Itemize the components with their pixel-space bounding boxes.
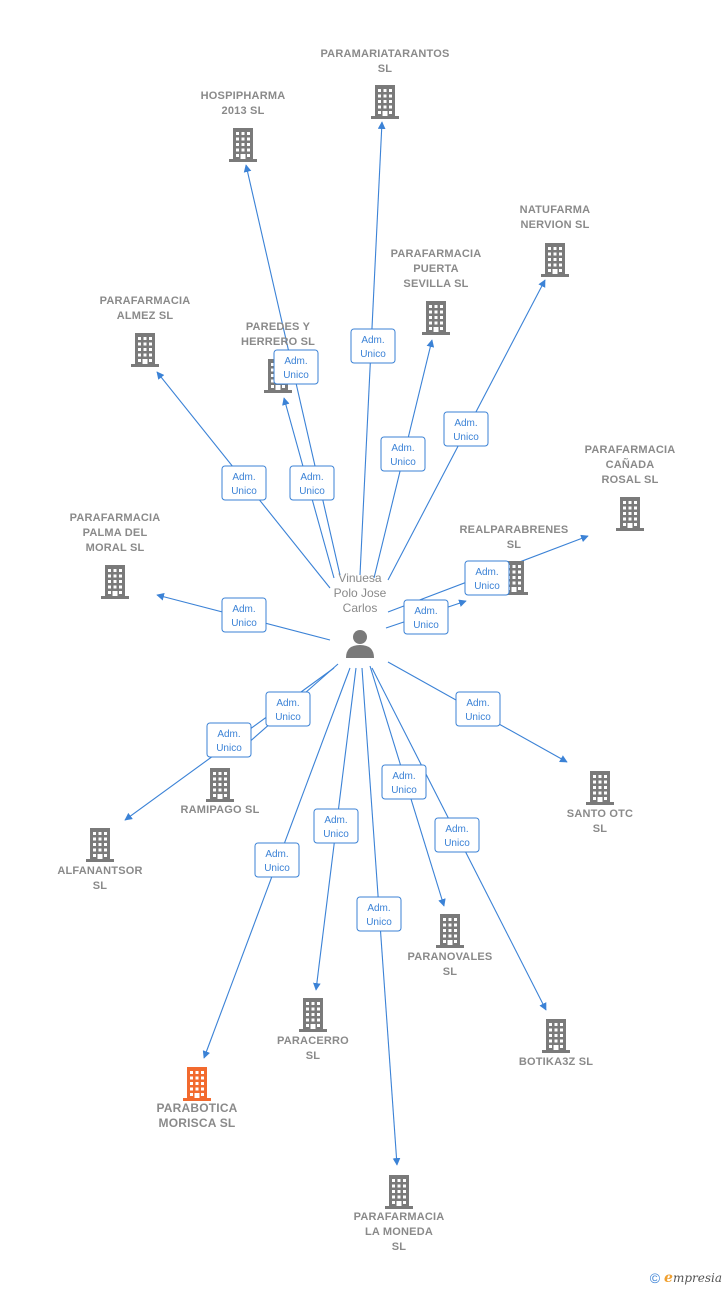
company-node-ramipago[interactable]: RAMIPAGO SL bbox=[181, 768, 260, 816]
role-badge[interactable]: Adm.Unico bbox=[381, 764, 427, 800]
role-badge[interactable]: Adm.Unico bbox=[350, 328, 396, 364]
role-badge-label: Adm.Unico bbox=[413, 606, 439, 631]
building-icon bbox=[385, 1175, 413, 1209]
role-badge-label: Adm.Unico bbox=[216, 729, 242, 754]
role-badge[interactable]: Adm.Unico bbox=[221, 465, 267, 501]
building-icon bbox=[183, 1067, 211, 1101]
role-badge-label: Adm.Unico bbox=[299, 472, 325, 497]
building-icon bbox=[101, 565, 129, 599]
role-badge-label: Adm.Unico bbox=[283, 356, 309, 381]
building-icon bbox=[586, 771, 614, 805]
role-badge-label: Adm.Unico bbox=[391, 771, 417, 796]
role-badge-label: Adm.Unico bbox=[231, 604, 257, 629]
role-badge[interactable]: Adm.Unico bbox=[313, 808, 359, 844]
person-icon bbox=[346, 630, 374, 658]
building-icon bbox=[131, 333, 159, 367]
role-badge-label: Adm.Unico bbox=[231, 472, 257, 497]
role-badge-label: Adm.Unico bbox=[444, 824, 470, 849]
company-label: BOTIKA3Z SL bbox=[519, 1056, 593, 1068]
building-icon bbox=[541, 243, 569, 277]
building-icon bbox=[299, 998, 327, 1032]
badges-layer: Adm.UnicoAdm.UnicoAdm.UnicoAdm.UnicoAdm.… bbox=[206, 328, 510, 932]
copyright-symbol: © bbox=[649, 1270, 661, 1286]
role-badge[interactable]: Adm.Unico bbox=[206, 722, 252, 758]
building-icon bbox=[206, 768, 234, 802]
role-badge[interactable]: Adm.Unico bbox=[289, 465, 335, 501]
company-node-botika3z[interactable]: BOTIKA3Z SL bbox=[519, 1019, 593, 1068]
role-badge-label: Adm.Unico bbox=[474, 567, 500, 592]
role-badge[interactable]: Adm.Unico bbox=[356, 896, 402, 932]
role-badge[interactable]: Adm.Unico bbox=[221, 597, 267, 633]
building-icon bbox=[436, 914, 464, 948]
role-badge[interactable]: Adm.Unico bbox=[380, 436, 426, 472]
role-badge[interactable]: Adm.Unico bbox=[434, 817, 480, 853]
edges-layer bbox=[124, 121, 589, 1166]
building-icon bbox=[86, 828, 114, 862]
role-badge-label: Adm.Unico bbox=[453, 418, 479, 443]
role-badge[interactable]: Adm.Unico bbox=[273, 349, 319, 385]
role-badge-label: Adm.Unico bbox=[390, 443, 416, 468]
building-icon bbox=[229, 128, 257, 162]
role-badge-label: Adm.Unico bbox=[264, 849, 290, 874]
role-badge-label: Adm.Unico bbox=[465, 698, 491, 723]
footer-brand[interactable]: © empresia bbox=[650, 1270, 722, 1286]
role-badge[interactable]: Adm.Unico bbox=[443, 411, 489, 447]
role-badge-label: Adm.Unico bbox=[360, 335, 386, 360]
role-badge[interactable]: Adm.Unico bbox=[254, 842, 300, 878]
role-badge[interactable]: Adm.Unico bbox=[403, 599, 449, 635]
building-icon bbox=[542, 1019, 570, 1053]
role-badge[interactable]: Adm.Unico bbox=[265, 691, 311, 727]
role-badge[interactable]: Adm.Unico bbox=[464, 560, 510, 596]
role-badge-label: Adm.Unico bbox=[366, 903, 392, 928]
company-label: RAMIPAGO SL bbox=[181, 804, 260, 816]
building-icon bbox=[371, 85, 399, 119]
role-badge[interactable]: Adm.Unico bbox=[455, 691, 501, 727]
role-badge-label: Adm.Unico bbox=[323, 815, 349, 840]
brand-logo: empresia bbox=[664, 1270, 722, 1286]
building-icon bbox=[616, 497, 644, 531]
building-icon bbox=[422, 301, 450, 335]
role-badge-label: Adm.Unico bbox=[275, 698, 301, 723]
